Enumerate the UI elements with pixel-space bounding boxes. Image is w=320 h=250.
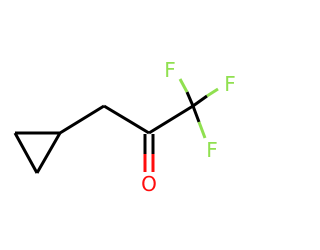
cf-bond-top-f	[178, 78, 189, 93]
cf-bond-bottom-f	[197, 121, 207, 139]
cf-bond-right-f	[206, 87, 219, 98]
chain-bond-carbonyl-cf3	[148, 104, 194, 135]
chain-bond-ch2-carbonyl	[103, 104, 150, 135]
cf-bond-bottom	[191, 105, 201, 123]
oxygen-label: O	[141, 172, 157, 196]
cf-bond-top	[185, 91, 195, 107]
molecule-structure: F F F O	[13, 58, 236, 196]
cf-bond-right	[192, 94, 208, 108]
fluorine-label-bottom: F	[206, 138, 218, 162]
fluorine-label-top: F	[164, 58, 176, 82]
ring-bond-right	[35, 132, 62, 174]
ring-bond-left	[13, 132, 39, 174]
fluorine-label-right: F	[224, 72, 236, 96]
chain-bond-ring-ch2	[59, 104, 105, 135]
